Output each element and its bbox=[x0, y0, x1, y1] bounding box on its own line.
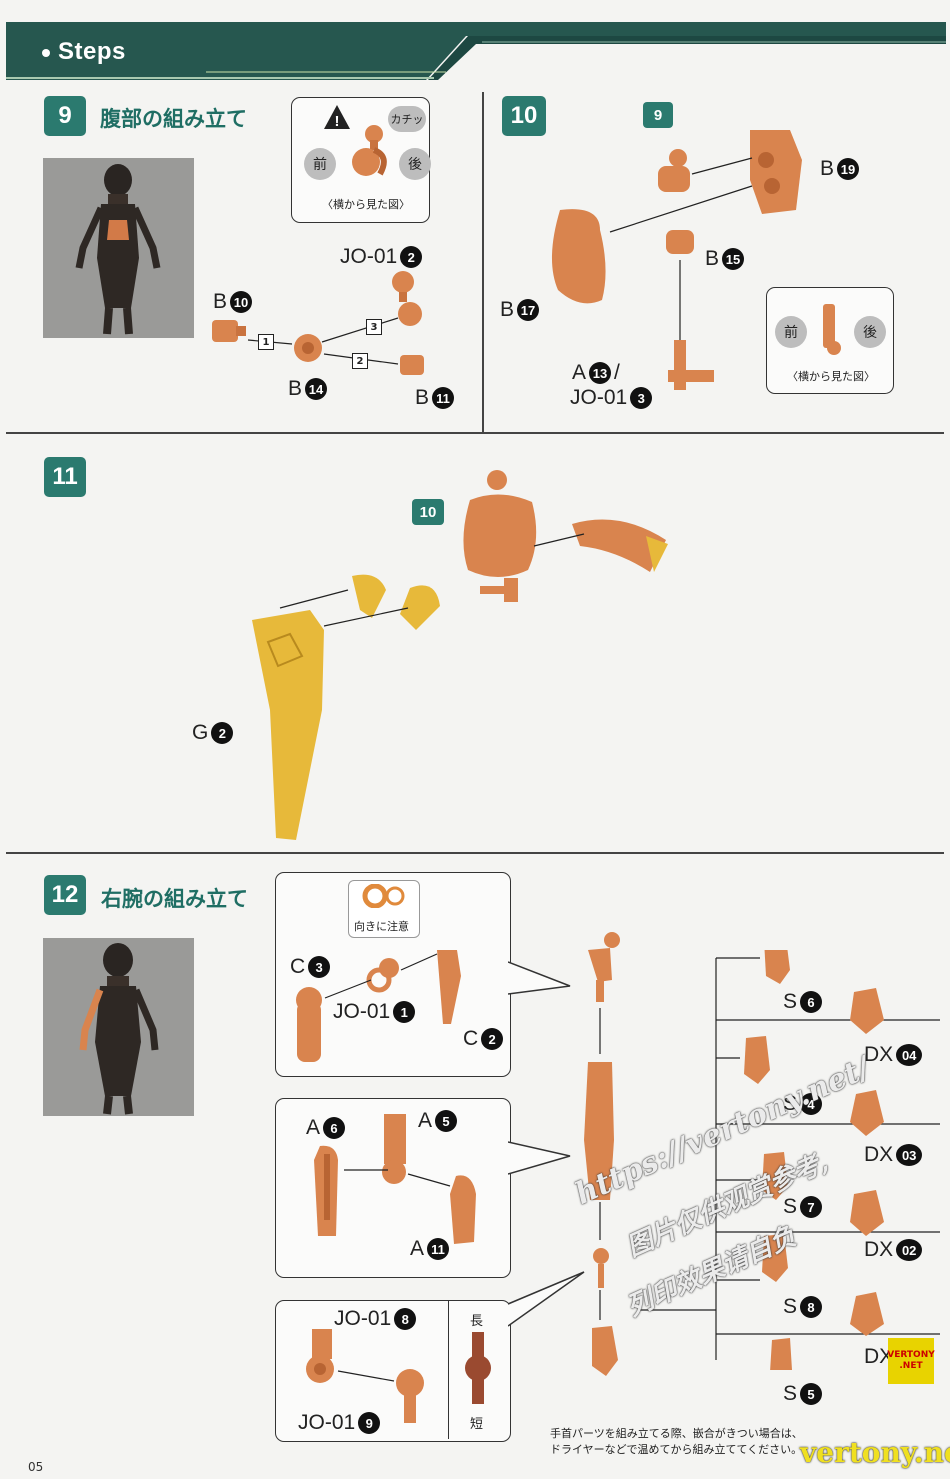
peg-side-view bbox=[823, 304, 841, 355]
side-view-caption: 〈横から見た図〉 bbox=[322, 198, 410, 211]
page-section-title: Steps bbox=[58, 38, 126, 65]
divider-vertical-top bbox=[482, 92, 484, 432]
step-12-box3-parts bbox=[306, 1329, 424, 1423]
divider-horizontal-2 bbox=[6, 852, 944, 854]
label-short: 短 bbox=[470, 1417, 484, 1432]
side-view-caption-10: 〈横から見た図〉 bbox=[787, 370, 875, 383]
svg-text:!: ! bbox=[335, 113, 340, 130]
step-11-parts-diagram bbox=[252, 470, 668, 840]
long-short-peg bbox=[465, 1332, 491, 1404]
step-12-badge: 12 bbox=[44, 875, 86, 915]
wrist-assembly-note: 手首パーツを組み立てる際、嵌合がきつい場合は、 ドライヤーなどで温めてから組み立… bbox=[550, 1426, 870, 1458]
step-9-parts-diagram bbox=[212, 271, 424, 375]
orientation-icon bbox=[362, 884, 405, 908]
figure-silhouette-2 bbox=[79, 943, 159, 1115]
orientation-note: 向きに注意 bbox=[354, 920, 409, 933]
bullet-dot bbox=[42, 49, 50, 57]
seq-1: 1 bbox=[258, 334, 274, 350]
joint-side-view bbox=[352, 125, 387, 176]
figure-photo-torso bbox=[43, 158, 194, 338]
label-long: 長 bbox=[470, 1314, 484, 1329]
watermark-badge: VERTONY .NET bbox=[887, 1338, 935, 1384]
box1-pointer bbox=[508, 961, 571, 995]
step-9-badge: 9 bbox=[44, 96, 86, 136]
step-12-box2-parts bbox=[314, 1114, 476, 1244]
header-banner bbox=[6, 22, 946, 80]
front-tag: 前 bbox=[304, 148, 336, 180]
step-11-ref-badge: 10 bbox=[412, 499, 444, 525]
figure-photo-arm bbox=[43, 938, 194, 1116]
back-tag-10: 後 bbox=[854, 316, 886, 348]
watermark-site: vertony.net bbox=[800, 1436, 950, 1469]
figure-silhouette-1 bbox=[75, 164, 161, 335]
arm-assembly-diagram bbox=[584, 932, 620, 1376]
warning-icon: ! bbox=[324, 105, 350, 130]
note-line-2: ドライヤーなどで温めてから組み立ててください。 bbox=[550, 1443, 803, 1456]
box2-pointer bbox=[508, 1141, 571, 1175]
divider-horizontal-1 bbox=[6, 432, 944, 434]
back-tag: 後 bbox=[399, 148, 431, 180]
front-tag-10: 前 bbox=[775, 316, 807, 348]
hands-tree bbox=[640, 950, 940, 1370]
page-number: 05 bbox=[28, 1460, 44, 1474]
note-line-1: 手首パーツを組み立てる際、嵌合がきつい場合は、 bbox=[550, 1427, 803, 1440]
step-10-parts-diagram bbox=[551, 130, 802, 390]
click-tag: カチッ bbox=[388, 106, 426, 132]
step-9-title: 腹部の組み立て bbox=[100, 107, 247, 131]
step-11-badge: 11 bbox=[44, 457, 86, 497]
step-12-box1-parts bbox=[296, 950, 461, 1062]
seq-2: 2 bbox=[352, 353, 368, 369]
step-12-title: 右腕の組み立て bbox=[101, 887, 248, 911]
box3-pointer bbox=[508, 1271, 585, 1327]
seq-3: 3 bbox=[366, 319, 382, 335]
step-10-badge: 10 bbox=[502, 96, 546, 136]
box3-separator bbox=[448, 1301, 449, 1439]
step-10-ref-badge: 9 bbox=[643, 102, 673, 128]
